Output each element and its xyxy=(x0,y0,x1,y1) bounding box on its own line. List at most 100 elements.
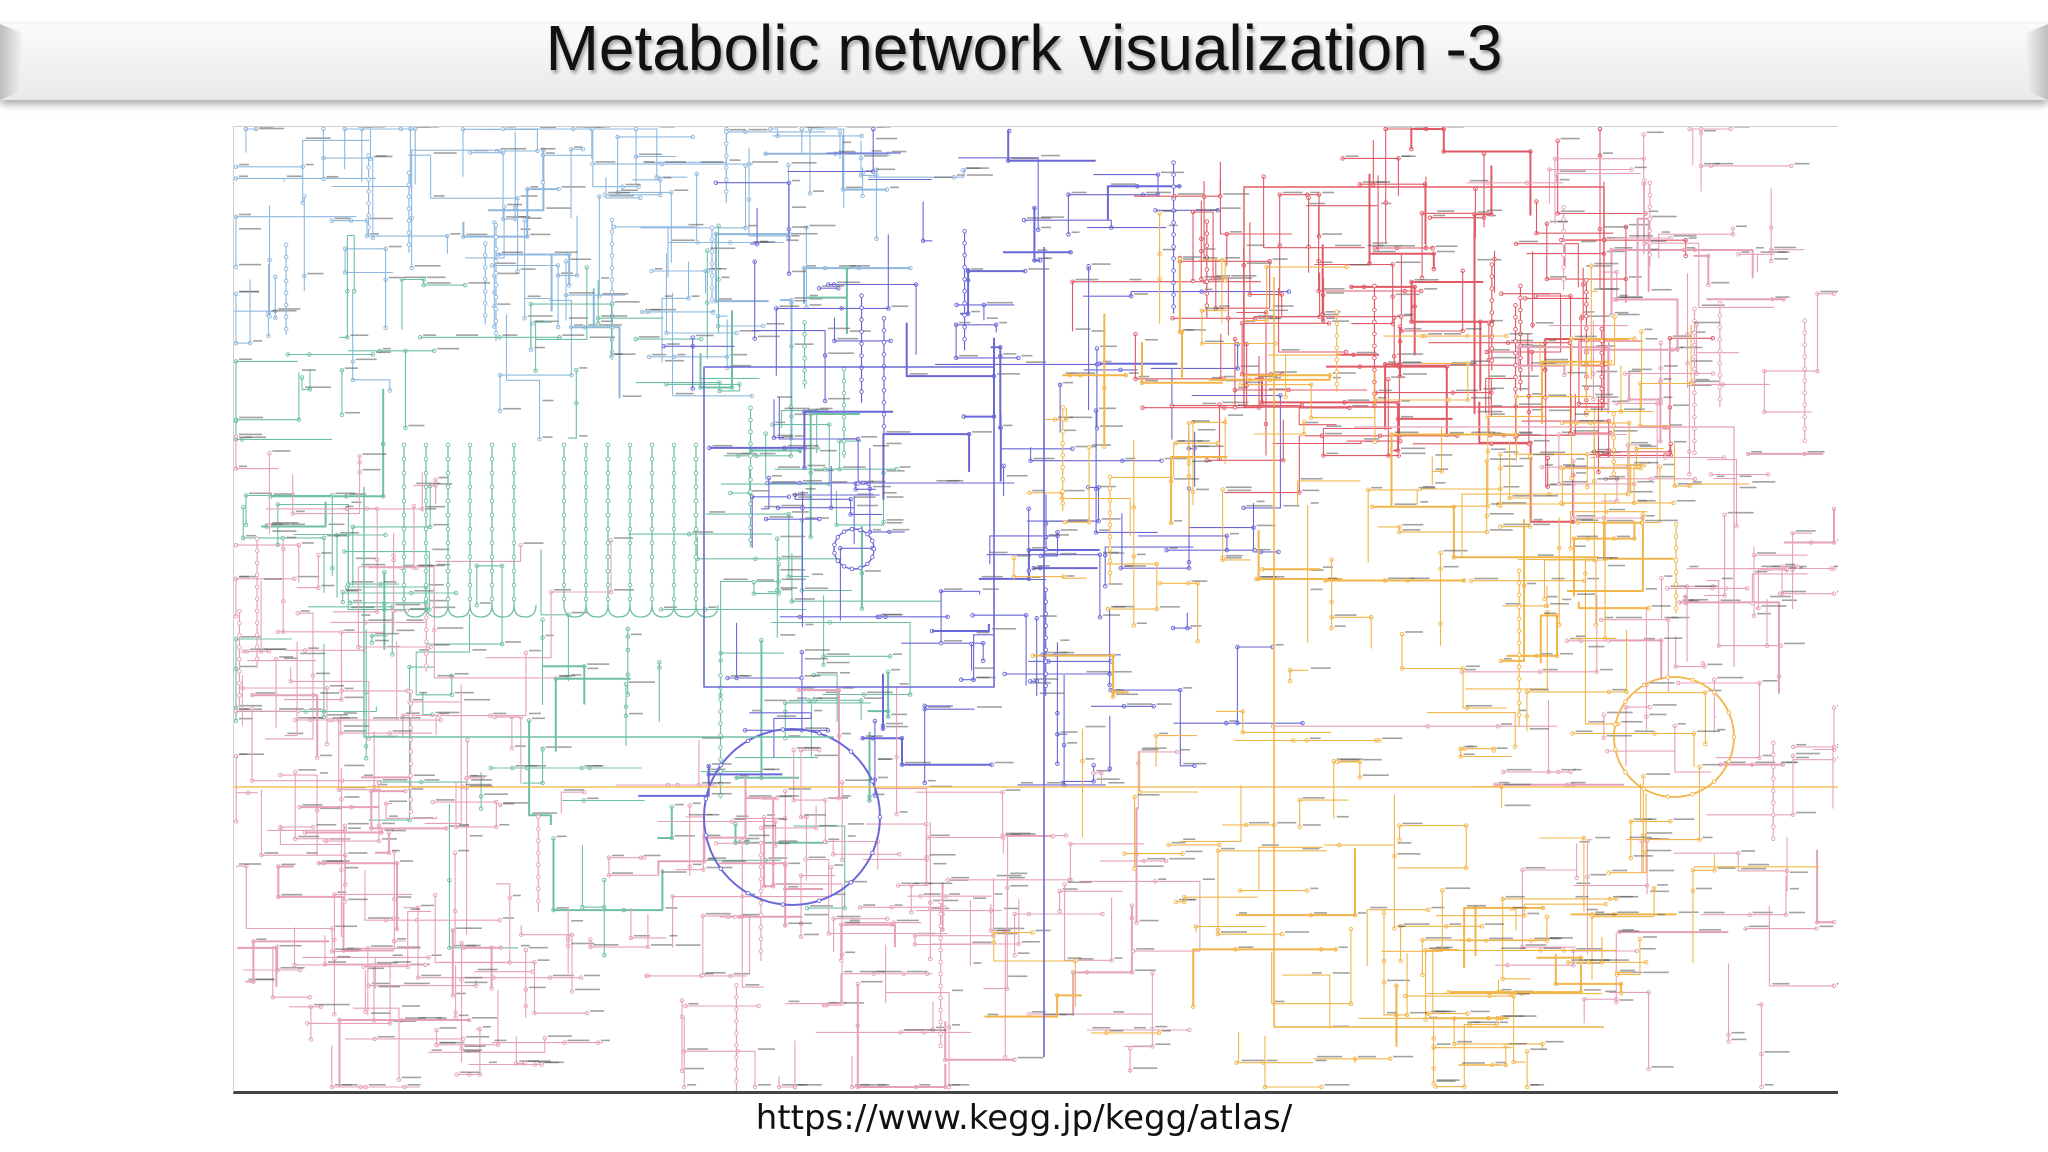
node-label-mark xyxy=(1003,424,1013,427)
node-label-mark xyxy=(1751,450,1763,453)
compound-node xyxy=(709,273,715,278)
node-label-mark xyxy=(1243,381,1261,384)
node-label-mark xyxy=(1216,275,1231,277)
pathway-edge xyxy=(1029,492,1131,536)
compound-node xyxy=(1171,184,1176,189)
node-label-mark xyxy=(1220,207,1241,209)
node-label-mark xyxy=(368,917,390,919)
compound-node xyxy=(671,554,677,560)
pathway-edge xyxy=(1586,331,1654,413)
compound-node xyxy=(1647,204,1653,210)
pathway-edge xyxy=(1463,906,1544,969)
node-label-mark xyxy=(806,265,816,267)
node-label-mark xyxy=(1627,370,1642,373)
node-label-mark xyxy=(1702,763,1720,766)
compound-node xyxy=(693,512,699,518)
pathway-edge xyxy=(1235,1032,1314,1064)
node-label-mark xyxy=(1646,849,1672,852)
node-label-mark xyxy=(1268,388,1289,390)
compound-node xyxy=(237,620,242,626)
node-label-mark xyxy=(819,449,837,452)
pathway-edge xyxy=(1543,408,1608,599)
compound-node xyxy=(1204,267,1210,272)
pathway-edge xyxy=(1385,128,1427,243)
node-label-mark xyxy=(1531,393,1541,395)
node-label-mark xyxy=(505,641,522,643)
node-label-mark xyxy=(1752,481,1776,483)
node-label-mark xyxy=(1393,1055,1414,1058)
node-label-mark xyxy=(1431,906,1445,909)
node-label-mark xyxy=(1639,444,1652,446)
node-label-mark xyxy=(1649,682,1675,684)
compound-node xyxy=(493,234,499,240)
node-label-mark xyxy=(1503,485,1520,488)
node-label-mark xyxy=(323,1003,350,1006)
node-label-mark xyxy=(1414,278,1439,281)
pathway-edge xyxy=(955,324,1019,359)
pathway-edge xyxy=(1272,440,1401,445)
node-label-mark xyxy=(1261,576,1277,578)
node-label-mark xyxy=(1499,1021,1508,1024)
pathway-edge xyxy=(922,201,933,242)
pathway-edge xyxy=(1180,785,1242,842)
pathway-edge xyxy=(241,675,328,744)
node-label-mark xyxy=(1741,251,1750,253)
compound-node xyxy=(1107,510,1113,515)
node-label-mark xyxy=(502,917,514,919)
pathway-edge xyxy=(1217,850,1327,935)
node-label-mark xyxy=(989,551,1008,554)
node-label-mark xyxy=(370,1012,390,1014)
compound-node xyxy=(1584,302,1589,307)
pathway-edge xyxy=(1506,614,1558,664)
node-label-mark xyxy=(345,505,354,508)
pathway-edge xyxy=(370,790,448,830)
pathway-edge xyxy=(1367,489,1418,563)
node-label-mark xyxy=(1335,244,1362,247)
node-label-mark xyxy=(739,329,761,332)
pathway-edge xyxy=(1017,675,1106,786)
node-label-mark xyxy=(259,127,274,128)
compound-node xyxy=(841,426,847,432)
pathway-edge xyxy=(242,507,325,593)
pathway-edge xyxy=(1706,580,1782,647)
node-label-mark xyxy=(1443,549,1468,552)
node-label-mark xyxy=(574,324,584,326)
node-label-mark xyxy=(1647,248,1659,251)
node-label-mark xyxy=(1031,547,1046,549)
title-banner xyxy=(0,24,2048,100)
node-label-mark xyxy=(321,584,335,587)
node-label-mark xyxy=(1595,911,1605,914)
node-label-mark xyxy=(384,829,394,832)
node-label-mark xyxy=(306,852,318,854)
compound-node xyxy=(962,252,967,258)
node-label-mark xyxy=(272,530,297,532)
compound-node xyxy=(1673,593,1679,599)
node-label-mark xyxy=(786,239,799,242)
node-label-mark xyxy=(363,774,373,777)
node-label-mark xyxy=(809,304,822,306)
node-label-mark xyxy=(334,217,351,220)
node-label-mark xyxy=(771,474,782,477)
node-label-mark xyxy=(739,774,749,777)
compound-node xyxy=(408,797,414,802)
node-label-mark xyxy=(374,632,399,635)
node-label-mark xyxy=(433,644,450,646)
node-label-mark xyxy=(494,262,516,265)
node-label-mark xyxy=(1197,762,1207,765)
pathway-edge xyxy=(1412,347,1530,445)
node-label-mark xyxy=(1145,338,1159,341)
node-label-mark xyxy=(1597,478,1620,480)
pathway-edge xyxy=(1428,342,1571,398)
node-label-mark xyxy=(1723,761,1746,764)
node-label-mark xyxy=(704,972,714,975)
pathway-edge xyxy=(990,346,1002,482)
node-label-mark xyxy=(1310,588,1323,591)
node-label-mark xyxy=(1573,768,1582,771)
compound-node xyxy=(1802,438,1807,443)
node-label-mark xyxy=(1182,329,1194,331)
compound-node xyxy=(1731,734,1737,740)
node-label-mark xyxy=(886,521,903,524)
compound-node xyxy=(605,484,611,490)
node-label-mark xyxy=(1580,519,1599,522)
node-label-mark xyxy=(1402,523,1424,526)
